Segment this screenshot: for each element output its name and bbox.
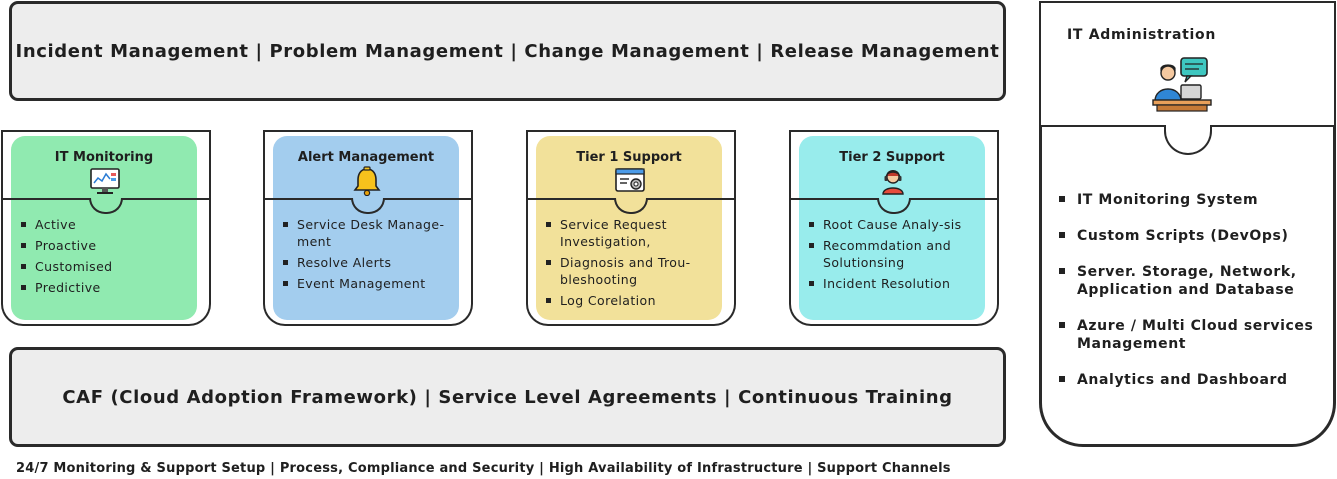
list-item: Proactive [21,237,197,254]
list-item: Service Request Investigation, [546,216,722,250]
admin-panel-body [1039,125,1336,447]
list-item: Recommdation and Solutionsing [809,237,985,271]
card-title: Alert Management [297,150,435,165]
card-frame [1,198,211,326]
list-item: Root Cause Analy-sis [809,216,985,233]
top-banner: Incident Management | Problem Management… [9,1,1006,101]
top-banner-text: Incident Management | Problem Management… [15,40,1000,62]
list-item: Active [21,216,197,233]
list-item: Predictive [21,279,197,296]
admin-at-desk-icon [1152,57,1212,112]
card-frame [526,198,736,326]
card-list: Service Desk Manage-ment Resolve Alerts … [283,216,459,296]
settings-window-icon [615,168,645,192]
bell-icon [353,166,381,196]
it-administration-panel: IT Administration IT Monitoring System C… [1039,1,1336,447]
monitor-chart-icon [90,168,120,194]
list-item: Log Corelation [546,292,722,309]
card-tier-2-support: Tier 2 Support Root Cause Analy-sis Reco… [789,130,999,330]
list-item: Service Desk Manage-ment [283,216,459,250]
admin-list: IT Monitoring System Custom Scripts (Dev… [1059,191,1334,407]
card-list: Service Request Investigation, Diagnosis… [546,216,722,313]
bottom-banner-text: CAF (Cloud Adoption Framework) | Service… [62,386,953,408]
admin-panel-title: IT Administration [1067,27,1216,43]
list-item: Analytics and Dashboard [1059,371,1334,389]
list-item: Incident Resolution [809,275,985,292]
card-alert-management: Alert Management Service Desk Manage-men… [263,130,473,330]
card-it-monitoring: IT Monitoring Active Proactive Customise… [1,130,211,330]
card-title: Tier 2 Support [839,150,945,165]
list-item: Custom Scripts (DevOps) [1059,227,1334,245]
card-title: IT Monitoring [54,150,154,165]
footer-text: 24/7 Monitoring & Support Setup | Proces… [16,461,951,476]
card-background [536,136,722,320]
list-item: Resolve Alerts [283,254,459,271]
card-list: Root Cause Analy-sis Recommdation and So… [809,216,985,296]
card-frame [263,198,473,326]
card-tier-1-support: Tier 1 Support Service Request Investiga… [526,130,736,330]
list-item: Customised [21,258,197,275]
list-item: IT Monitoring System [1059,191,1334,209]
list-item: Azure / Multi Cloud services Management [1059,317,1334,353]
card-list: Active Proactive Customised Predictive [21,216,197,300]
card-background [11,136,197,320]
list-item: Diagnosis and Trou-bleshooting [546,254,722,288]
card-background [799,136,985,320]
card-frame [789,198,999,326]
card-title: Tier 1 Support [576,150,682,165]
list-item: Event Management [283,275,459,292]
support-agent-icon [882,170,904,195]
bottom-banner: CAF (Cloud Adoption Framework) | Service… [9,347,1006,447]
list-item: Server. Storage, Network, Application an… [1059,263,1334,299]
